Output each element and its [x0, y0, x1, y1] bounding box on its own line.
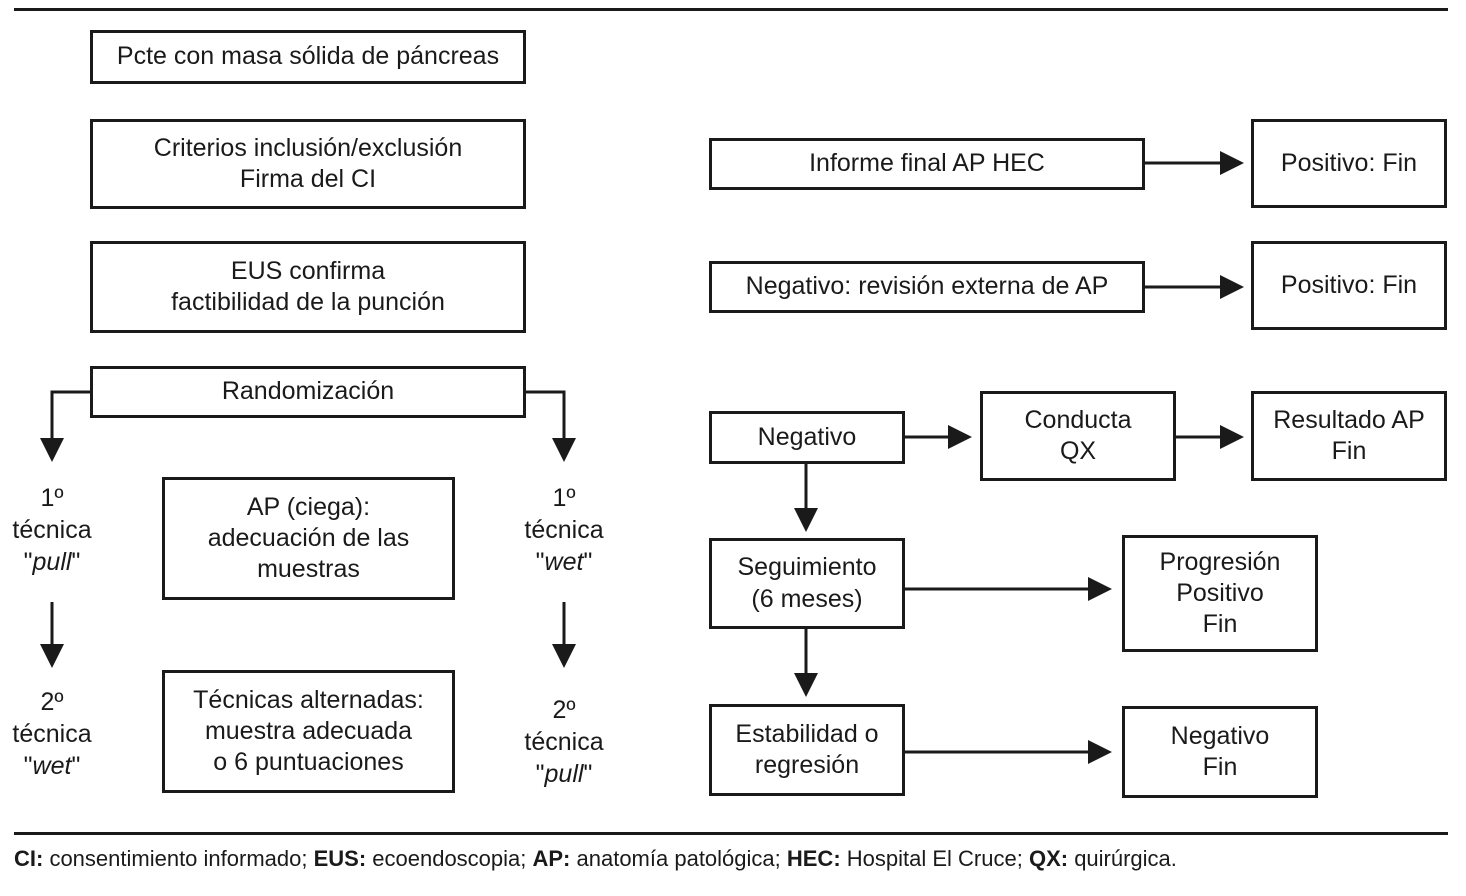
box-line: Positivo: Fin	[1280, 270, 1418, 299]
legend-text: Hospital El Cruce;	[840, 846, 1029, 871]
abbreviations-legend: CI: consentimiento informado; EUS: ecoen…	[14, 846, 1177, 872]
top-rule	[14, 8, 1448, 11]
ap-ciega-box: AP (ciega): adecuación de las muestras	[162, 477, 455, 600]
positivo-fin-box-2: Positivo: Fin	[1251, 241, 1447, 330]
positivo-fin-box-1: Positivo: Fin	[1251, 119, 1447, 208]
bottom-rule	[14, 832, 1448, 835]
quote-close: "	[583, 548, 593, 576]
technique-ordinal: 1º	[552, 484, 576, 512]
box-line: Informe final AP HEC	[809, 149, 1045, 178]
box-line: adecuación de las	[207, 523, 410, 552]
estabilidad-box: Estabilidad o regresión	[709, 704, 905, 796]
box-line: Estabilidad o	[735, 719, 879, 748]
technique-ordinal: 2º	[552, 696, 576, 724]
legend-abbr: HEC:	[786, 846, 841, 871]
box-line: Negativo: revisión externa de AP	[745, 272, 1109, 301]
negativo-fin-box: Negativo Fin	[1122, 706, 1318, 798]
technique-ordinal: 2º	[40, 688, 64, 716]
box-line: EUS confirma	[230, 256, 386, 285]
criterios-box: Criterios inclusión/exclusión Firma del …	[90, 119, 526, 209]
quote-close: "	[71, 548, 81, 576]
box-line: (6 meses)	[751, 584, 863, 613]
technique-name: pull	[544, 760, 584, 788]
technique-word: técnica	[12, 516, 92, 544]
box-line: regresión	[754, 751, 860, 779]
box-line: Resultado AP	[1273, 405, 1425, 434]
box-line: Negativo	[757, 422, 857, 451]
quote-close: "	[71, 752, 81, 780]
tecnicas-alternadas-box: Técnicas alternadas: muestra adecuada o …	[162, 670, 455, 793]
box-line: Seguimiento	[737, 553, 877, 582]
box-line: AP (ciega):	[246, 492, 371, 521]
box-line: Randomización	[221, 377, 395, 406]
box-line: Criterios inclusión/exclusión	[153, 133, 463, 162]
legend-abbr: CI:	[14, 846, 44, 871]
box-line: Firma del CI	[239, 165, 377, 193]
box-line: Pcte con masa sólida de páncreas	[116, 42, 500, 71]
legend-text: quirúrgica.	[1068, 846, 1177, 871]
quote-open: "	[23, 752, 33, 780]
legend-text: anatomía patológica;	[570, 846, 787, 871]
conducta-qx-box: Conducta QX	[980, 391, 1176, 481]
box-line: Fin	[1202, 753, 1238, 781]
progresion-box: Progresión Positivo Fin	[1122, 535, 1318, 652]
legend-abbr: QX:	[1028, 846, 1069, 871]
box-line: Conducta	[1024, 405, 1132, 434]
technique-name: wet	[32, 752, 72, 780]
randomizacion-box: Randomización	[90, 366, 526, 418]
legend-abbr: AP:	[532, 846, 571, 871]
left-second-technique: 2º técnica "wet"	[0, 686, 104, 782]
masa-solida-box: Pcte con masa sólida de páncreas	[90, 30, 526, 84]
box-line: Técnicas alternadas:	[193, 685, 424, 714]
seguimiento-box: Seguimiento (6 meses)	[709, 538, 905, 629]
box-line: Negativo	[1170, 721, 1270, 750]
technique-word: técnica	[524, 728, 604, 756]
negativo-box: Negativo	[709, 411, 905, 464]
left-first-technique: 1º técnica "pull"	[0, 482, 104, 578]
negativo-revision-box: Negativo: revisión externa de AP	[709, 261, 1145, 313]
informe-final-box: Informe final AP HEC	[709, 138, 1145, 190]
technique-name: wet	[544, 548, 584, 576]
legend-abbr: EUS:	[313, 846, 367, 871]
box-line: QX	[1059, 437, 1097, 465]
box-line: muestras	[257, 555, 360, 584]
technique-word: técnica	[524, 516, 604, 544]
eus-box: EUS confirma factibilidad de la punción	[90, 241, 526, 333]
resultado-ap-box: Resultado AP Fin	[1251, 391, 1447, 481]
box-line: Progresión	[1159, 547, 1281, 576]
box-line: Positivo: Fin	[1280, 148, 1418, 177]
quote-close: "	[583, 760, 593, 788]
right-first-technique: 1º técnica "wet"	[512, 482, 616, 578]
legend-text: ecoendoscopia;	[366, 846, 533, 871]
branch-left-connector	[40, 390, 92, 462]
box-line: Fin	[1331, 437, 1367, 465]
branch-right-connector	[524, 390, 576, 462]
technique-name: pull	[32, 548, 72, 576]
quote-open: "	[535, 548, 545, 576]
box-line: Positivo	[1176, 578, 1264, 607]
quote-open: "	[23, 548, 33, 576]
box-line: Fin	[1202, 610, 1238, 639]
box-line: factibilidad de la punción	[171, 288, 445, 316]
technique-word: técnica	[12, 720, 92, 748]
technique-ordinal: 1º	[40, 484, 64, 512]
legend-text: consentimiento informado;	[43, 846, 314, 871]
box-line: o 6 puntuaciones	[213, 748, 404, 777]
quote-open: "	[535, 760, 545, 788]
right-second-technique: 2º técnica "pull"	[512, 694, 616, 790]
box-line: muestra adecuada	[204, 716, 413, 745]
